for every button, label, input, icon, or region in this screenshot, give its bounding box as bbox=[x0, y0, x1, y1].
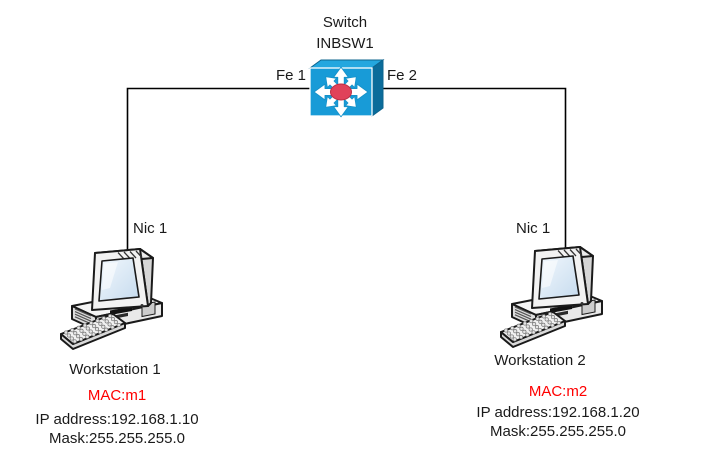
workstation2-mask: Mask:255.255.255.0 bbox=[490, 423, 626, 440]
keyboard-keys bbox=[503, 312, 561, 342]
switch-icon bbox=[308, 59, 385, 118]
power-button bbox=[140, 304, 144, 307]
workstation-icon bbox=[60, 248, 163, 350]
screen-glare bbox=[102, 262, 118, 290]
port-label-fe2: Fe 2 bbox=[387, 67, 418, 84]
workstation1-name: Workstation 1 bbox=[69, 361, 161, 378]
switch-type-label: Switch bbox=[322, 14, 368, 31]
workstation1-mask: Mask:255.255.255.0 bbox=[49, 430, 185, 447]
keyboard-keys bbox=[63, 314, 121, 344]
switch-top-face bbox=[308, 59, 385, 69]
switch-name: INBSW1 bbox=[316, 35, 374, 52]
nic-label-ws1: Nic 1 bbox=[133, 220, 168, 237]
workstation2-ip: IP address:192.168.1.20 bbox=[476, 404, 640, 421]
workstation2-icon bbox=[498, 244, 606, 352]
workstation-icon bbox=[500, 246, 603, 348]
workstation1-mac: MAC:m1 bbox=[87, 387, 147, 404]
workstation1-icon bbox=[58, 246, 166, 354]
switch-hub-dot bbox=[330, 83, 352, 101]
switch-title: Switch INBSW1 bbox=[265, 12, 425, 54]
monitor-vents bbox=[557, 248, 583, 258]
workstation2-mac: MAC:m2 bbox=[528, 383, 588, 400]
workstation2-name: Workstation 2 bbox=[494, 352, 586, 369]
nic-label-ws2: Nic 1 bbox=[516, 220, 551, 237]
workstation1-ip: IP address:192.168.1.10 bbox=[35, 411, 199, 428]
port-label-fe1: Fe 1 bbox=[275, 67, 306, 84]
screen-glare bbox=[542, 260, 558, 288]
power-button bbox=[580, 302, 584, 305]
switch-side-face bbox=[371, 59, 384, 117]
monitor-vents bbox=[117, 250, 143, 260]
